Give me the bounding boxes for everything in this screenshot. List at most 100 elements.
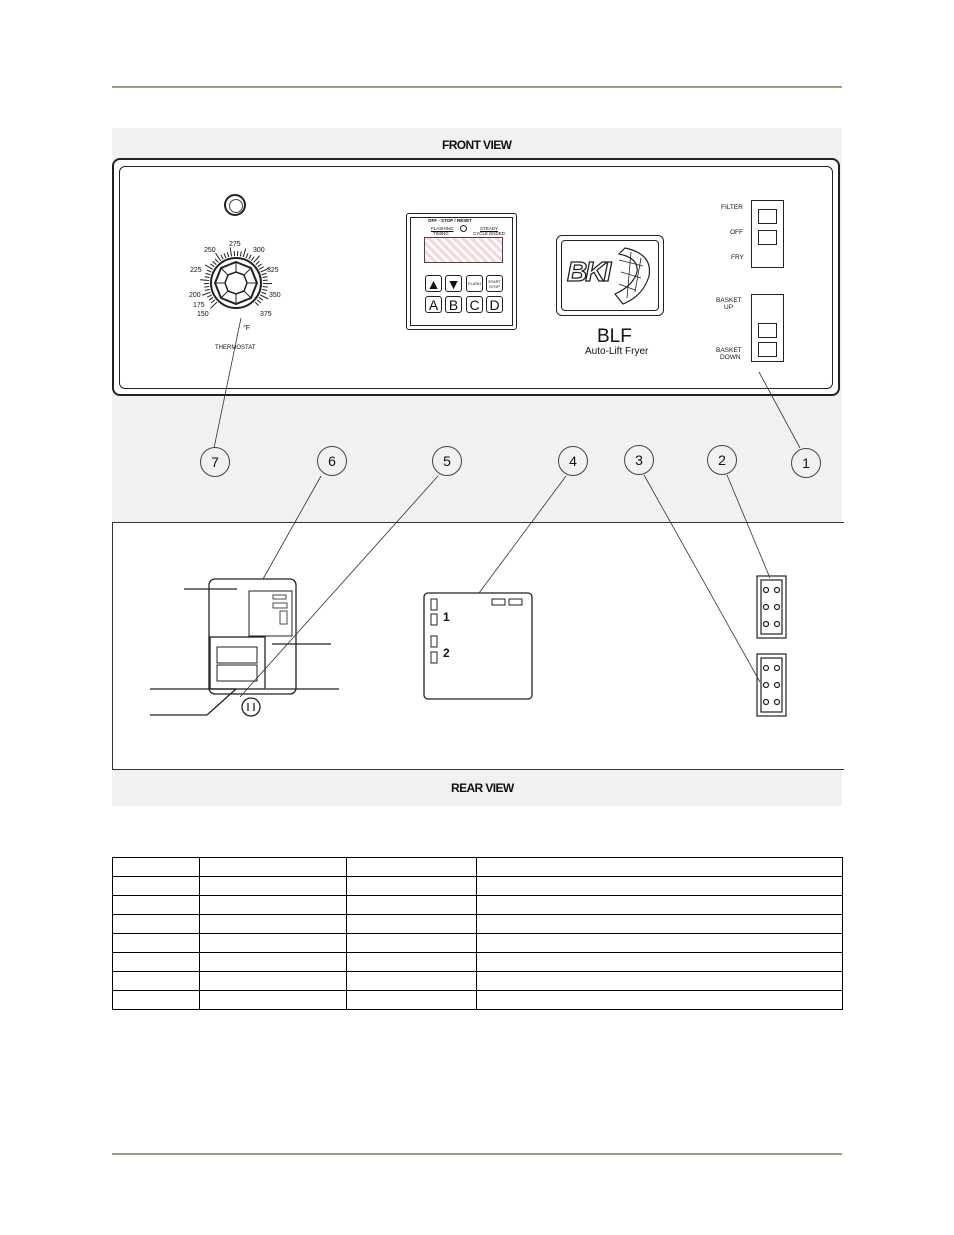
timer-controller-face	[410, 217, 513, 326]
dial-tick-200: 200	[189, 292, 201, 299]
dial-tick-mark	[260, 267, 270, 273]
table-row	[112, 952, 843, 972]
callout-4: 4	[558, 446, 588, 476]
key-d-button[interactable]: D	[486, 296, 503, 313]
dial-tick-mark	[205, 272, 211, 276]
indicator-light	[224, 194, 246, 216]
thermostat-label: THERMOSTAT	[215, 345, 256, 351]
start-label: START	[488, 278, 501, 284]
table-cell	[112, 990, 200, 1010]
off-label: OFF	[730, 229, 743, 236]
dial-tick-mark	[200, 279, 210, 282]
table-cell	[476, 990, 843, 1010]
rear-switch-3	[756, 653, 787, 717]
status-led	[460, 225, 467, 232]
table-cell	[199, 914, 347, 934]
dial-tick-mark	[210, 299, 216, 304]
dial-tick-250: 250	[204, 247, 216, 254]
dial-tick-mark	[258, 297, 264, 301]
dial-tick-mark	[242, 248, 247, 258]
flash-button[interactable]: FLASH	[466, 275, 483, 292]
front-panel-inner	[119, 166, 833, 389]
dial-tick-mark	[212, 260, 217, 265]
table-cell	[346, 990, 477, 1010]
board-label-2: 2	[443, 646, 450, 660]
table-cell	[199, 971, 347, 991]
up-arrow-button[interactable]: ▲	[425, 275, 442, 292]
thermostat-unit: °F	[243, 325, 251, 332]
table-cell	[199, 876, 347, 896]
dial-tick-300: 300	[253, 247, 265, 254]
table-cell	[346, 933, 477, 953]
table-row	[112, 933, 843, 953]
callout-1: 1	[791, 448, 821, 478]
dial-tick-mark	[254, 301, 259, 306]
basket-down-label-1: BASKET	[716, 347, 742, 354]
dial-tick-mark	[215, 253, 222, 262]
table-row	[112, 876, 843, 896]
dial-tick-mark	[204, 288, 210, 292]
front-view-caption: FRONT VIEW	[442, 138, 512, 152]
table-row	[112, 971, 843, 991]
dial-tick-mark	[250, 256, 255, 262]
table-cell	[346, 952, 477, 972]
table-cell	[476, 971, 843, 991]
table-cell	[112, 971, 200, 991]
table-cell	[476, 952, 843, 972]
table-cell	[476, 857, 843, 877]
filter-switch[interactable]	[751, 200, 784, 268]
callout-6: 6	[317, 446, 347, 476]
dial-tick-mark	[204, 276, 210, 279]
model-subtitle: Auto-Lift Fryer	[585, 346, 649, 357]
callout-5: 5	[432, 446, 462, 476]
dial-tick-mark	[245, 253, 249, 259]
table-cell	[199, 990, 347, 1010]
key-a-button[interactable]: A	[425, 296, 442, 313]
dial-tick-150: 150	[197, 311, 209, 318]
footer-rule	[112, 1153, 842, 1155]
fry-label: FRY	[731, 254, 744, 261]
dial-tick-375: 375	[260, 311, 272, 318]
timer-controller	[406, 213, 517, 330]
table-cell	[112, 933, 200, 953]
table-cell	[112, 857, 200, 877]
dial-tick-mark	[257, 263, 262, 268]
dial-tick-mark	[210, 263, 215, 268]
dial-tick-mark	[256, 299, 262, 304]
table-row	[112, 895, 843, 915]
dial-tick-175: 175	[193, 302, 205, 309]
basket-down-label-2: DOWN	[720, 354, 741, 361]
table-cell	[112, 952, 200, 972]
key-b-button[interactable]: B	[445, 296, 462, 313]
logo-text: BKI	[566, 255, 612, 287]
table-cell	[476, 876, 843, 896]
stop-label: STOP	[489, 283, 500, 289]
basket-switch[interactable]	[751, 294, 784, 362]
dial-tick-mark	[239, 251, 242, 257]
table-cell	[112, 914, 200, 934]
timing-label: TIMING	[433, 231, 449, 236]
rear-view-caption: REAR VIEW	[451, 781, 514, 795]
dial-tick-mark	[260, 294, 269, 300]
dial-tick-mark	[262, 288, 268, 292]
header-rule	[112, 86, 842, 88]
table-cell	[346, 914, 477, 934]
dial-tick-350: 350	[269, 292, 281, 299]
parts-table	[112, 857, 843, 1010]
callout-3: 3	[624, 445, 654, 475]
table-cell	[199, 952, 347, 972]
logo-mark-icon	[614, 247, 651, 305]
key-c-button[interactable]: C	[466, 296, 483, 313]
table-cell	[112, 876, 200, 896]
flashing-label: FLASHING	[431, 226, 454, 231]
down-arrow-button[interactable]: ▼	[445, 275, 462, 292]
dial-tick-mark	[253, 255, 260, 263]
start-stop-button[interactable]: START STOP	[486, 275, 503, 292]
table-cell	[112, 895, 200, 915]
rear-switch-2	[756, 575, 787, 639]
basket-up-label-1: BASKET	[716, 297, 742, 304]
dial-tick-mark	[214, 258, 219, 263]
cycle-ended-label: CYCLE ENDED	[473, 231, 506, 236]
